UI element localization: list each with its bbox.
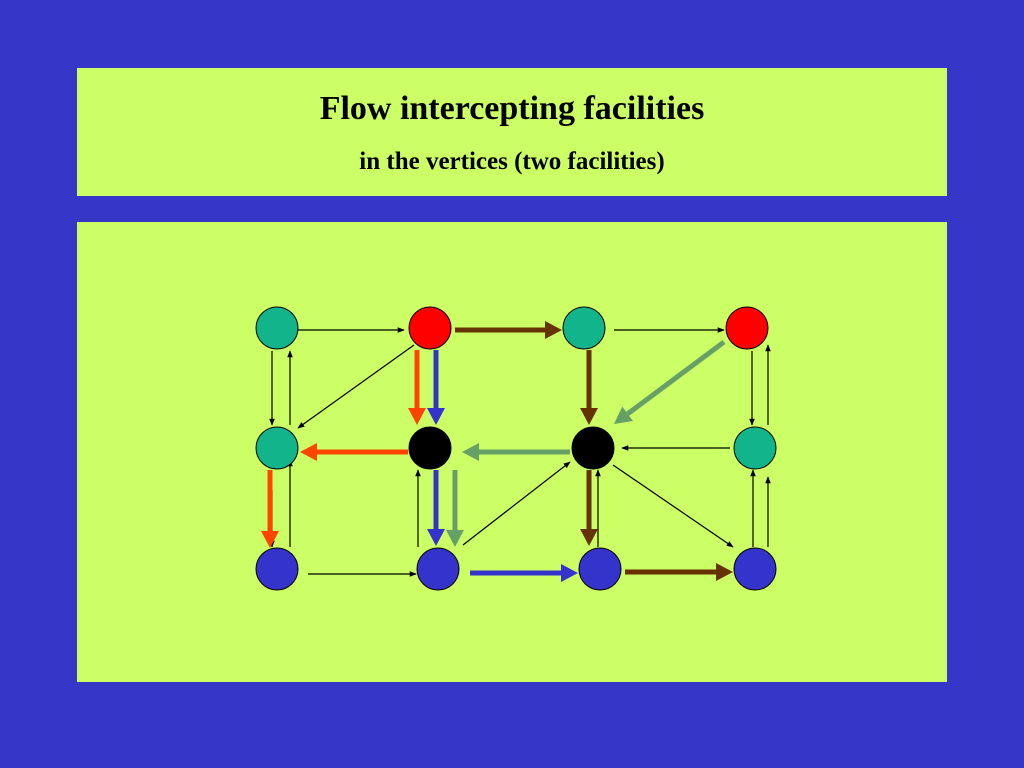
flow-paths — [261, 321, 733, 582]
node-origin-teal — [255, 426, 299, 470]
flow-arrow — [580, 350, 598, 425]
flow-arrow-head — [561, 564, 578, 582]
network-edges — [269, 327, 771, 577]
network-edge — [462, 461, 571, 546]
flow-arrow — [625, 563, 733, 581]
node-origin-red — [408, 306, 452, 350]
flow-arrow-head — [580, 529, 598, 546]
flow-arrow-head — [408, 408, 426, 425]
node-facility — [408, 426, 452, 470]
slide-title: Flow intercepting facilities — [319, 90, 705, 127]
flow-arrow — [455, 321, 562, 339]
flow-arrow — [427, 470, 445, 546]
flow-arrow-head — [300, 443, 317, 461]
node-origin-teal — [562, 306, 606, 350]
node-origin-teal — [255, 306, 299, 350]
title-panel: Flow intercepting facilities in the vert… — [77, 68, 947, 196]
flow-arrow-head — [580, 408, 598, 425]
flow-arrow-head — [261, 531, 279, 548]
node-destination-blue — [416, 547, 460, 591]
flow-arrow — [261, 470, 279, 548]
node-facility — [571, 426, 615, 470]
flow-arrow-head — [716, 563, 733, 581]
node-destination-blue — [255, 547, 299, 591]
flow-arrow — [446, 470, 464, 547]
flow-arrow — [462, 443, 570, 461]
flow-arrow-head — [446, 530, 464, 547]
flow-arrow-head — [614, 406, 634, 424]
flow-arrow-shaft — [626, 339, 726, 416]
flow-arrow — [408, 350, 426, 425]
flow-arrow — [614, 339, 726, 424]
node-origin-red — [725, 306, 769, 350]
network-nodes — [255, 306, 777, 591]
node-destination-blue — [578, 547, 622, 591]
flow-arrow-head — [462, 443, 479, 461]
network-edge — [297, 344, 415, 429]
node-destination-blue — [733, 547, 777, 591]
flow-arrow-head — [545, 321, 562, 339]
flow-arrow-head — [427, 529, 445, 546]
flow-arrow — [580, 470, 598, 546]
flow-arrow-head — [427, 408, 445, 425]
flow-arrow — [300, 443, 408, 461]
flow-arrow — [470, 564, 578, 582]
flow-arrow — [427, 350, 445, 425]
slide-subtitle: in the vertices (two facilities) — [359, 148, 665, 175]
network-edge — [612, 464, 734, 548]
node-origin-teal — [733, 426, 777, 470]
